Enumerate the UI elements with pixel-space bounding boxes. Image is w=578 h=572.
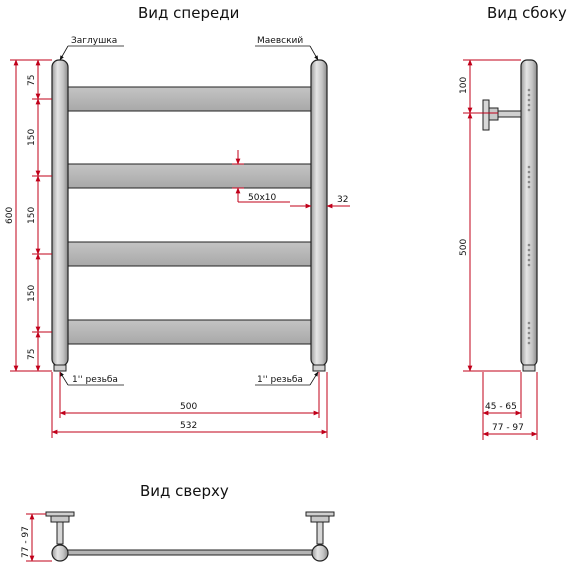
right-thread (312, 364, 326, 372)
dim-side-top: 100 (459, 77, 469, 94)
dim-side-height: 500 (459, 239, 469, 256)
dim-pipe-diameter: 32 (337, 195, 348, 205)
crossbar-2 (66, 163, 312, 189)
crossbar-4 (66, 319, 312, 345)
dim-side-depth: 77 - 97 (492, 423, 524, 433)
dim-seg-1: 150 (27, 129, 37, 146)
front-vertical-dimensions: 600 75 150 150 150 75 (5, 59, 52, 372)
top-right-wall-plate (305, 511, 335, 517)
dim-bar-profile: 50x10 (248, 193, 277, 203)
left-pipe (51, 59, 69, 367)
dim-seg-top: 75 (27, 75, 37, 86)
dim-overall-width: 532 (180, 421, 197, 431)
right-thread-label: 1'' резьба (257, 375, 303, 385)
bar-profile-dimension: 50x10 (232, 150, 290, 203)
crossbar-1 (66, 86, 312, 112)
left-thread (53, 364, 67, 372)
top-view-title: Вид сверху (140, 482, 229, 500)
dim-seg-2: 150 (27, 207, 37, 224)
front-view-title: Вид спереди (138, 4, 239, 22)
front-view: Заглушка Маевский 1'' резьба 1'' резьба (51, 36, 328, 386)
top-left-pipe (51, 544, 69, 562)
top-dimensions: 77 - 97 (21, 513, 52, 562)
left-thread-label: 1'' резьба (72, 375, 118, 385)
top-right-pipe (311, 544, 329, 562)
side-view (482, 59, 538, 372)
side-dimensions: 100 500 45 - 65 77 - 97 (459, 59, 538, 440)
front-horizontal-dimensions: 500 532 (51, 372, 328, 438)
dim-height-total: 600 (5, 207, 15, 224)
dim-seg-bottom: 75 (27, 349, 37, 360)
dim-center-distance: 500 (180, 402, 197, 412)
dim-top-depth: 77 - 97 (21, 526, 31, 558)
mayevsky-label: Маевский (257, 36, 303, 46)
dim-seg-3: 150 (27, 285, 37, 302)
side-wall-bracket (482, 99, 522, 131)
crossbar-3 (66, 241, 312, 267)
dim-side-offset: 45 - 65 (485, 402, 517, 412)
right-pipe (310, 59, 328, 367)
side-view-title: Вид сбоку (487, 4, 567, 22)
top-crossbar (59, 549, 321, 556)
plug-label: Заглушка (71, 36, 117, 46)
side-bar-ends (527, 88, 531, 345)
pipe-diameter-dimension: 32 (290, 195, 350, 209)
top-view (45, 511, 335, 562)
top-left-wall-plate (45, 511, 75, 517)
